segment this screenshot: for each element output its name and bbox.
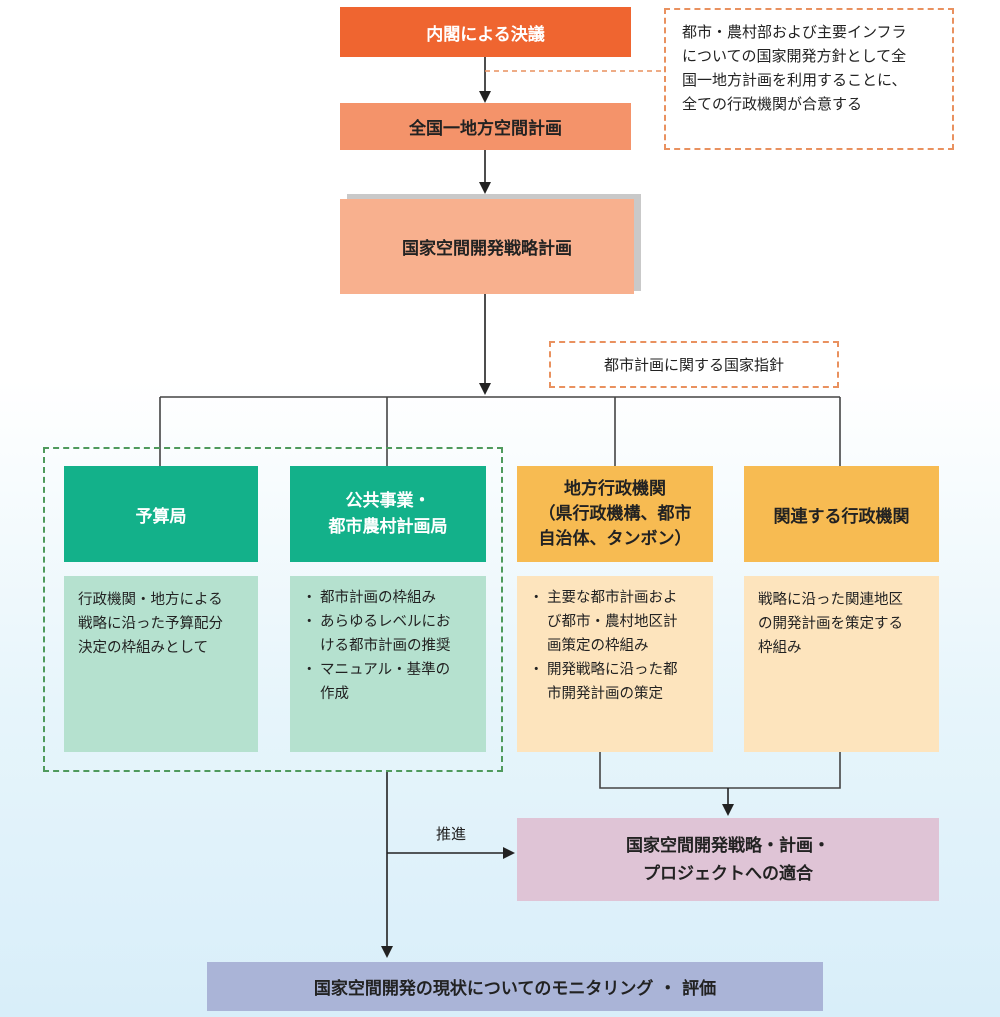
national-plan-box: 全国一地方空間計画 xyxy=(340,103,631,150)
conformity-box: 国家空間開発戦略・計画・ プロジェクトへの適合 xyxy=(517,818,939,901)
strategy-plan-box: 国家空間開発戦略計画 xyxy=(340,199,634,294)
urban-planning-guideline-note: 都市計画に関する国家指針 xyxy=(549,341,839,388)
local-government-header: 地方行政機関 （県行政機構、都市 自治体、タンボン） xyxy=(517,466,713,562)
budget-bureau-header: 予算局 xyxy=(64,466,258,562)
public-works-item: マニュアル・基準の 作成 xyxy=(302,658,476,706)
budget-bureau-description: 行政機関・地方による 戦略に沿った予算配分 決定の枠組みとして xyxy=(64,576,258,752)
central-agencies-group xyxy=(43,447,503,772)
cabinet-resolution-box: 内閣による決議 xyxy=(340,7,631,57)
local-government-item: 開発戦略に沿った都 市開発計画の策定 xyxy=(529,658,703,706)
monitoring-evaluation-box: 国家空間開発の現状についてのモニタリング ・ 評価 xyxy=(207,962,823,1011)
public-works-item: 都市計画の枠組み xyxy=(302,586,476,610)
public-works-bureau-details: 都市計画の枠組み あらゆるレベルにお ける都市計画の推奨 マニュアル・基準の 作… xyxy=(290,576,486,752)
public-works-bureau-header: 公共事業・ 都市農村計画局 xyxy=(290,466,486,562)
local-government-item: 主要な都市計画およ び都市・農村地区計 画策定の枠組み xyxy=(529,586,703,658)
local-government-details: 主要な都市計画およ び都市・農村地区計 画策定の枠組み 開発戦略に沿った都 市開… xyxy=(517,576,713,752)
merge-line xyxy=(599,752,841,789)
agreement-note: 都市・農村部および主要インフラ についての国家開発方針として全 国一地方計画を利… xyxy=(664,8,954,150)
related-agencies-description: 戦略に沿った関連地区 の開発計画を策定する 枠組み xyxy=(744,576,939,752)
promote-label: 推進 xyxy=(435,825,466,843)
related-agencies-header: 関連する行政機関 xyxy=(744,466,939,562)
public-works-item: あらゆるレベルにお ける都市計画の推奨 xyxy=(302,610,476,658)
